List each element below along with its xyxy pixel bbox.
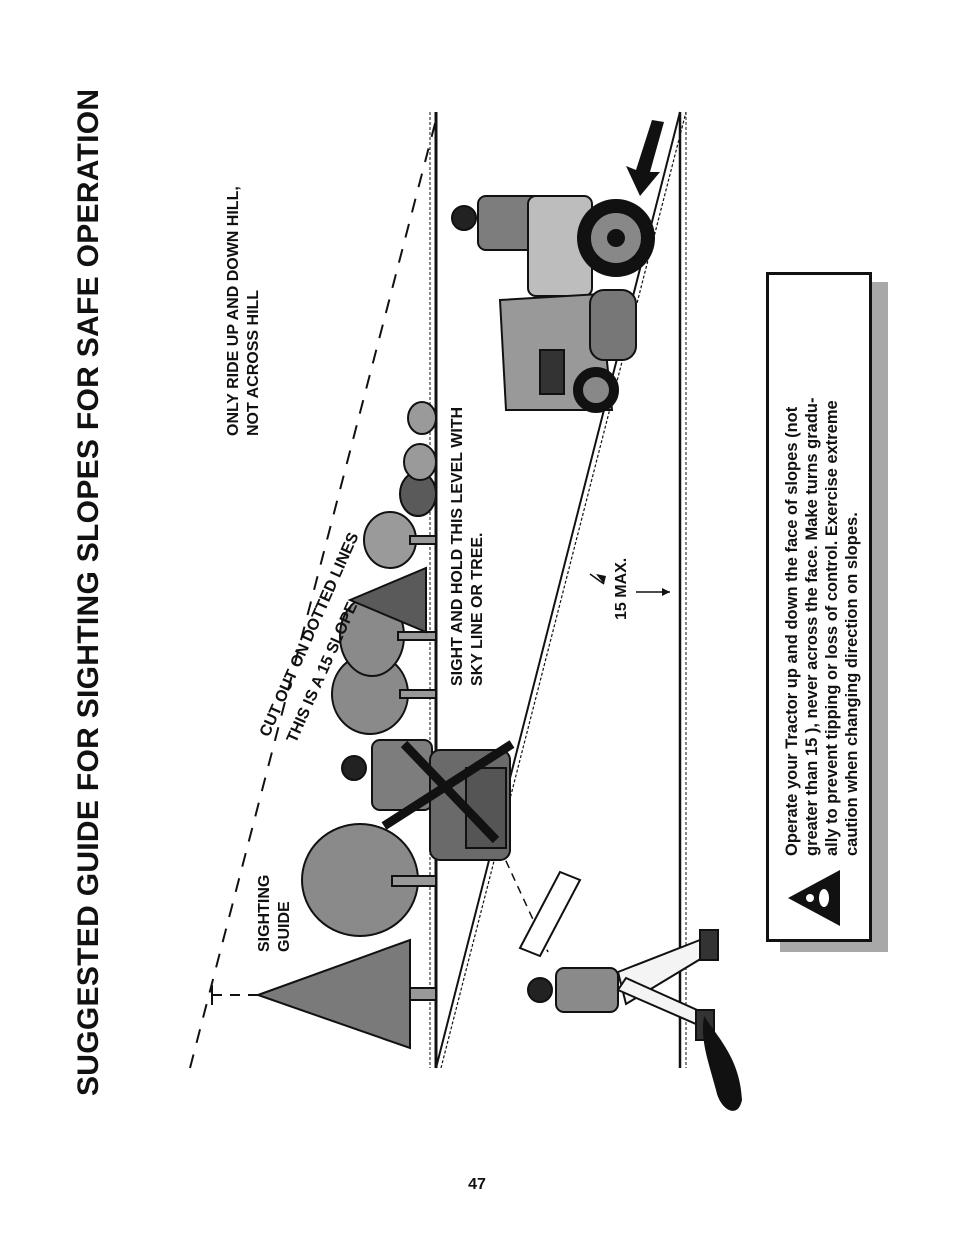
warning-line: Operate your Tractor up and down the fac…: [783, 406, 801, 856]
tree-deciduous-2: [331, 653, 437, 735]
warning-box: [766, 272, 872, 942]
sight-instruction-label: SIGHT AND HOLD THIS LEVEL WITH SKY LINE …: [448, 407, 488, 686]
max-slope-label: 15 MAX.: [613, 557, 630, 620]
tree-deciduous-1: [301, 823, 437, 937]
tree-deciduous-4: [363, 511, 437, 569]
person-holding-guide: [518, 870, 719, 1041]
ride-instruction-label: ONLY RIDE UP AND DOWN HILL, NOT ACROSS H…: [224, 186, 264, 436]
page-number: 47: [468, 1176, 486, 1193]
max-arrow-1: [589, 573, 605, 585]
warning-line: ally to prevent tipping or loss of contr…: [823, 400, 841, 856]
sighting-guide-label: SIGHTING GUIDE: [255, 875, 295, 952]
warning-triangle-icon: [788, 870, 840, 926]
sight-instruction-line: SIGHT AND HOLD THIS LEVEL WITH: [449, 406, 466, 686]
warning-line: greater than 15 ), never across the face…: [803, 397, 821, 857]
dotted-cut-line: [189, 111, 439, 1069]
tree-conifer-1: [255, 938, 437, 1050]
ride-instruction-line: NOT ACROSS HILL: [245, 289, 262, 436]
ride-instruction-line: ONLY RIDE UP AND DOWN HILL,: [225, 186, 242, 436]
sighting-guide-line: GUIDE: [276, 901, 293, 952]
hill-slope-line: [435, 111, 681, 1069]
downhill-arrow: [626, 120, 664, 196]
warning-line: caution when changing direction on slope…: [843, 512, 861, 856]
correct-tractor-up-down-hill: [451, 195, 655, 413]
person-shadow: [702, 1016, 742, 1111]
grass-texture: [440, 111, 687, 1069]
incorrect-tractor-across-hill: [341, 739, 511, 861]
warning-text: Operate your Tractor up and down the fac…: [782, 398, 862, 857]
tree-deciduous-5: [399, 401, 437, 517]
x-mark-2: [400, 740, 500, 844]
tree-conifer-2: [347, 566, 427, 634]
sighting-guide-line: SIGHTING: [256, 874, 273, 952]
sight-instruction-line: SKY LINE OR TREE.: [469, 532, 486, 686]
